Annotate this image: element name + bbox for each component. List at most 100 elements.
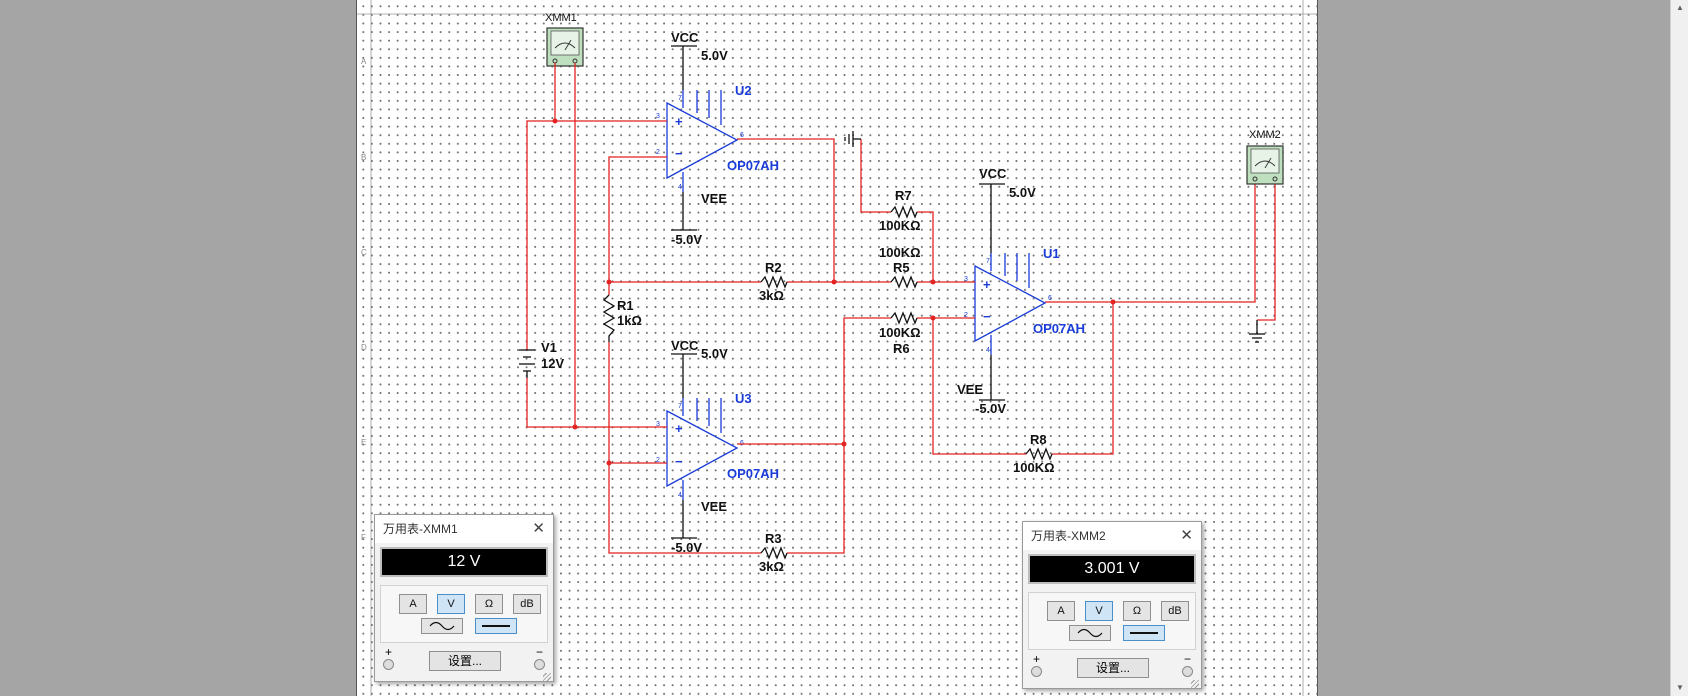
u2-vee: VEE — [701, 191, 727, 206]
plus-terminal-icon[interactable] — [383, 659, 394, 670]
resize-grip-icon[interactable] — [1191, 680, 1199, 688]
u2-vee-value: -5.0V — [671, 232, 702, 247]
u2-vcc-value: 5.0V — [701, 48, 728, 63]
border-label: D — [361, 343, 367, 352]
resistor-r1[interactable]: R1 1kΩ — [602, 294, 642, 342]
u3-model: OP07AH — [727, 466, 779, 481]
svg-text:3kΩ: 3kΩ — [759, 288, 784, 303]
u3-vcc: VCC — [671, 338, 699, 353]
dc-mode-button[interactable] — [1123, 625, 1165, 641]
reading-display: 3.001 V — [1028, 554, 1196, 584]
u1-vee-value: -5.0V — [975, 401, 1006, 416]
decibel-mode-button[interactable]: dB — [513, 594, 541, 614]
svg-text:2: 2 — [656, 149, 660, 156]
decibel-mode-button[interactable]: dB — [1161, 601, 1189, 621]
mode-panel: A V Ω dB — [1028, 592, 1196, 650]
border-label: C — [361, 248, 367, 257]
voltmeter-mode-button[interactable]: V — [437, 594, 465, 614]
border-label: B — [361, 153, 366, 162]
close-icon[interactable]: ✕ — [532, 520, 545, 537]
scroll-down-icon[interactable]: ▼ — [1676, 683, 1684, 692]
ac-wave-icon — [1077, 628, 1103, 638]
svg-text:R6: R6 — [893, 341, 910, 356]
ammeter-mode-button[interactable]: A — [1047, 601, 1075, 621]
minus-terminal-label: − — [535, 645, 543, 659]
svg-text:+: + — [983, 277, 991, 292]
svg-text:7: 7 — [678, 95, 682, 102]
svg-text:+: + — [675, 114, 683, 129]
minus-terminal-label: − — [1183, 652, 1191, 666]
circuit-diagram[interactable]: A B C D E F XMM1 + − — [357, 0, 1317, 696]
u2-ref: U2 — [735, 83, 752, 98]
svg-text:6: 6 — [740, 132, 744, 139]
resistor-r3[interactable]: R3 3kΩ — [759, 531, 788, 574]
voltmeter-mode-button[interactable]: V — [1085, 601, 1113, 621]
ground-icon — [844, 131, 861, 147]
u3-vee: VEE — [701, 499, 727, 514]
u3-ref: U3 — [735, 391, 752, 406]
minus-terminal-icon[interactable] — [1182, 666, 1193, 677]
resistor-r2[interactable]: R2 3kΩ — [759, 260, 788, 303]
xmm2-icon[interactable]: XMM2 — [1246, 129, 1284, 185]
svg-text:4: 4 — [678, 492, 682, 499]
svg-text:−: − — [675, 146, 683, 161]
multimeter-xmm2-window[interactable]: 万用表-XMM2 ✕ 3.001 V A V Ω dB + − 设置... — [1022, 521, 1202, 689]
window-title: 万用表-XMM1 — [383, 522, 458, 536]
ohmmeter-mode-button[interactable]: Ω — [475, 594, 503, 614]
svg-text:100KΩ: 100KΩ — [879, 245, 921, 260]
svg-text:7: 7 — [678, 403, 682, 410]
resistor-r6[interactable]: 100KΩ R6 — [879, 311, 921, 356]
xmm2-label: XMM2 — [1249, 129, 1281, 141]
window-title-bar[interactable]: 万用表-XMM2 ✕ — [1023, 522, 1201, 550]
opamp-u3[interactable]: + − 3 2 6 7 4 U3 OP07AH — [656, 391, 779, 500]
battery-v1[interactable]: V1 12V — [519, 340, 564, 378]
minus-terminal-icon[interactable] — [534, 659, 545, 670]
svg-text:100KΩ: 100KΩ — [879, 325, 921, 340]
schematic-sheet[interactable]: A B C D E F XMM1 + − — [356, 0, 1318, 696]
svg-text:100KΩ: 100KΩ — [1013, 460, 1055, 475]
border-label: E — [361, 438, 366, 447]
dc-line-icon — [1130, 632, 1158, 634]
svg-text:2: 2 — [656, 457, 660, 464]
dc-line-icon — [482, 625, 510, 627]
border-label: F — [361, 533, 366, 542]
settings-button[interactable]: 设置... — [429, 651, 501, 671]
svg-text:1kΩ: 1kΩ — [617, 313, 642, 328]
window-title-bar[interactable]: 万用表-XMM1 ✕ — [375, 515, 553, 543]
u1-ref: U1 — [1043, 246, 1060, 261]
close-icon[interactable]: ✕ — [1180, 527, 1193, 544]
u1-vcc: VCC — [979, 166, 1007, 181]
opamp-u1[interactable]: + − 3 2 6 7 4 U1 OP07AH — [964, 246, 1085, 355]
ac-mode-button[interactable] — [421, 618, 463, 634]
u3-vcc-value: 5.0V — [701, 346, 728, 361]
ac-wave-icon — [429, 621, 455, 631]
ground-icon — [1249, 320, 1265, 343]
resistor-r7[interactable]: R7 100KΩ — [879, 188, 921, 233]
vertical-scrollbar[interactable]: ▲ ▼ — [1670, 0, 1688, 696]
scroll-up-icon[interactable]: ▲ — [1676, 3, 1684, 12]
multimeter-xmm1-window[interactable]: 万用表-XMM1 ✕ 12 V A V Ω dB + − 设置... — [374, 514, 554, 682]
reading-display: 12 V — [380, 547, 548, 577]
ac-mode-button[interactable] — [1069, 625, 1111, 641]
svg-text:3: 3 — [964, 276, 968, 283]
resize-grip-icon[interactable] — [543, 673, 551, 681]
svg-text:R7: R7 — [895, 188, 912, 203]
svg-text:7: 7 — [986, 258, 990, 265]
resistor-r5[interactable]: 100KΩ R5 — [879, 245, 921, 289]
xmm1-icon[interactable]: XMM1 — [545, 12, 584, 67]
opamp-u2[interactable]: + − 3 2 6 7 4 U2 OP07AH — [656, 83, 779, 192]
svg-text:R3: R3 — [765, 531, 782, 546]
mode-panel: A V Ω dB — [380, 585, 548, 643]
resistor-r8[interactable]: R8 100KΩ — [1013, 432, 1055, 475]
xmm1-label: XMM1 — [545, 12, 577, 24]
plus-terminal-label: + — [385, 645, 393, 659]
svg-text:R8: R8 — [1030, 432, 1047, 447]
u3-vee-value: -5.0V — [671, 540, 702, 555]
u2-vcc: VCC — [671, 30, 699, 45]
svg-text:3kΩ: 3kΩ — [759, 559, 784, 574]
ammeter-mode-button[interactable]: A — [399, 594, 427, 614]
settings-button[interactable]: 设置... — [1077, 658, 1149, 678]
ohmmeter-mode-button[interactable]: Ω — [1123, 601, 1151, 621]
plus-terminal-icon[interactable] — [1031, 666, 1042, 677]
dc-mode-button[interactable] — [475, 618, 517, 634]
